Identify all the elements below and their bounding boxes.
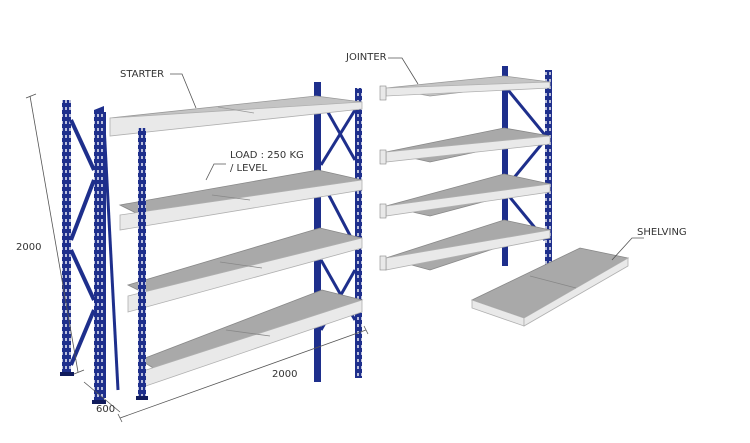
starter-level-1 [109,95,363,137]
starter-left-frame [60,100,106,404]
load-label-line1: LOAD : 250 KG [230,150,304,161]
starter-label: STARTER [120,69,164,80]
width-dimension-label: 2000 [272,369,297,380]
jointer-level-4 [384,219,552,271]
jointer-level-2 [385,127,551,163]
jointer-level-1 [385,75,551,97]
jointer-unit [379,66,552,271]
starter-level-4 [139,289,364,389]
jointer-label: JOINTER [345,52,387,63]
starter-level-2 [118,169,363,231]
depth-dimension-label: 600 [96,404,115,415]
dimension-lines [25,93,369,423]
loose-shelf [470,247,630,327]
starter-back-left-frame [102,112,120,398]
starter-level-3 [126,227,363,313]
height-dimension-label: 2000 [16,242,41,253]
shelving-label: SHELVING [637,227,687,238]
jointer-brackets [379,85,387,271]
jointer-level-3 [385,173,551,217]
callout-leaders [170,57,644,261]
starter-front-right-upright [136,128,148,400]
starter-unit [60,82,364,404]
load-label-line2: / LEVEL [230,163,268,174]
